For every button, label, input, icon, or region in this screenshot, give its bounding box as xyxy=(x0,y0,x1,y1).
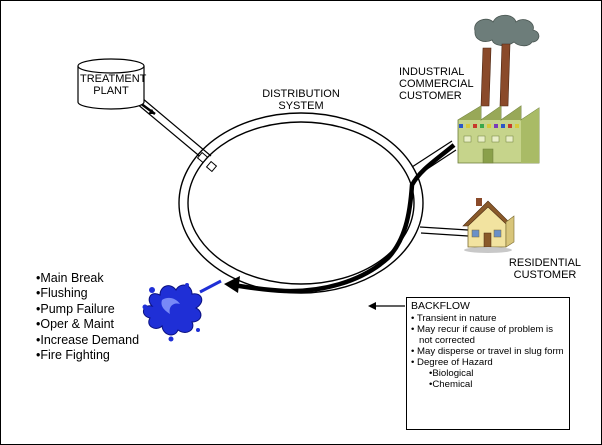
valve-icon xyxy=(196,151,209,164)
hazard-item: •Chemical xyxy=(429,379,473,390)
valve-icon xyxy=(205,160,218,173)
backflow-title: BACKFLOW xyxy=(411,300,470,312)
distribution-system-label: DISTRIBUTION SYSTEM xyxy=(262,88,340,112)
backflow-characteristics: • Transient in nature • May recur if cau… xyxy=(411,313,565,390)
flow-arrow-icon xyxy=(224,276,240,293)
backflow-item: • May recur if cause of problem is not c… xyxy=(411,324,553,346)
cause-item: •Main Break xyxy=(36,271,104,285)
chimney-icon xyxy=(499,43,511,107)
house-icon xyxy=(462,198,515,253)
cause-item: •Increase Demand xyxy=(36,332,140,347)
water-spill-icon xyxy=(142,279,222,342)
residential-customer-label: RESIDENTIAL CUSTOMER xyxy=(508,257,582,281)
treatment-plant-tank-icon xyxy=(77,58,145,110)
industrial-customer-label: INDUSTRIAL COMMERCIAL CUSTOMER xyxy=(399,66,474,102)
treatment-plant-label: TREATMENT PLANT xyxy=(80,73,147,97)
backflow-item: • Transient in nature xyxy=(411,313,497,324)
backflow-path xyxy=(224,143,456,294)
cause-item: •Oper & Maint xyxy=(36,317,115,332)
chimney-icon xyxy=(480,47,492,107)
backflow-causes-list: •Main Break •Flushing •Pump Failure •Ope… xyxy=(36,271,139,363)
backflow-leader-arrow xyxy=(368,302,405,310)
backflow-item: • Degree of Hazard xyxy=(411,357,493,368)
cause-item: •Flushing xyxy=(36,286,88,301)
factory-icon xyxy=(457,14,540,164)
treatment-plant-connector-pipe xyxy=(135,97,218,173)
cause-item: •Pump Failure xyxy=(36,301,115,316)
backflow-info-box: BACKFLOW • Transient in nature • May rec… xyxy=(406,297,570,430)
smoke-icon xyxy=(474,14,540,47)
cause-item: •Fire Fighting xyxy=(36,348,110,363)
residential-connector-pipe xyxy=(419,226,469,237)
backflow-item: • May disperse or travel in slug form xyxy=(411,346,564,357)
hazard-item: •Biological xyxy=(429,368,474,379)
